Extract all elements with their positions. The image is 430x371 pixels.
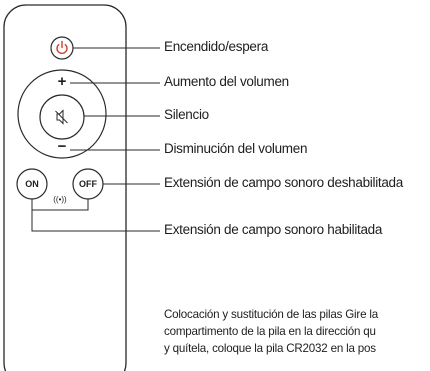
sound-field-on-button[interactable]: ON	[16, 168, 48, 200]
battery-note-line: compartimento de la pila en la dirección…	[164, 325, 376, 338]
mute-button[interactable]	[39, 94, 85, 140]
sound-field-off-button[interactable]: OFF	[72, 168, 104, 200]
mute-speaker-icon	[55, 109, 68, 125]
volume-down-button[interactable]: −	[58, 138, 67, 155]
battery-note-line: y quítela, coloque la pila CR2032 en la …	[164, 342, 376, 355]
svg-text:OFF: OFF	[79, 179, 97, 189]
battery-note-line: Colocación y sustitución de las pilas Gi…	[164, 308, 378, 321]
callout-lines	[31, 47, 160, 232]
leader-sound-field-on	[31, 210, 160, 232]
callout-mute: Silencio	[164, 107, 209, 122]
svg-text:ON: ON	[25, 179, 39, 189]
callout-power: Encendido/espera	[164, 39, 269, 54]
callout-sound-field-off: Extensión de campo sonoro deshabilitada	[164, 175, 403, 190]
callout-volume-down: Disminución del volumen	[164, 141, 308, 156]
sound-wave-icon: ((•))	[53, 195, 67, 204]
power-button[interactable]	[50, 36, 74, 60]
power-icon	[56, 40, 68, 54]
callout-sound-field-on: Extensión de campo sonoro habilitada	[164, 222, 383, 237]
volume-up-button[interactable]: +	[58, 73, 67, 90]
callout-volume-up: Aumento del volumen	[164, 74, 289, 89]
sound-field-bracket	[31, 199, 89, 211]
battery-note: Colocación y sustitución de las pilas Gi…	[164, 306, 430, 357]
